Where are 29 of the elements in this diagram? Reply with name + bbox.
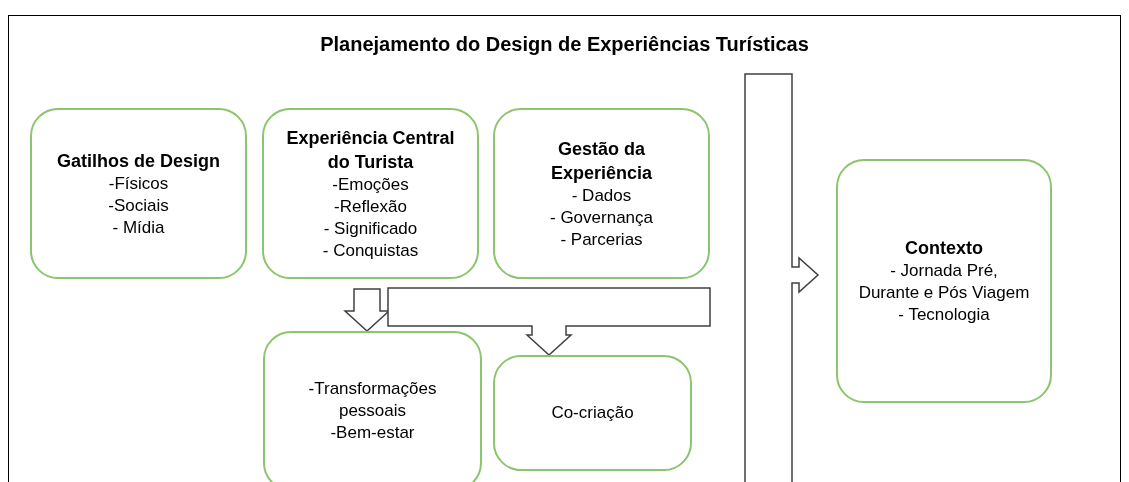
rounded-box: [262, 108, 479, 279]
box-heading: Experiência Central do Turista: [285, 126, 456, 174]
box-item: - Parcerias: [560, 228, 643, 251]
rounded-box: [493, 108, 710, 279]
box-item: - Dados: [571, 184, 632, 207]
box-item: Co-criação: [551, 402, 634, 424]
frame: [8, 15, 1121, 482]
box-heading: Contexto: [905, 237, 983, 260]
box-heading: Gestão da Experiência: [549, 137, 654, 185]
box-heading: Gatilhos de Design: [57, 149, 220, 173]
rounded-box: [836, 159, 1052, 403]
rounded-box: [263, 331, 482, 482]
box-item: -Sociais: [108, 194, 169, 217]
frame-heading: Planejamento do Design de Experiências Turísticas: [319, 32, 810, 57]
block-arrow: [744, 73, 820, 482]
box-item: -Transformações pessoais: [307, 378, 438, 422]
box-item: - Governança: [550, 206, 653, 229]
box-item: - Jornada Pré, Durante e Pós Viagem: [858, 260, 1030, 304]
box-item: -Emoções: [332, 173, 409, 196]
box-item: - Conquistas: [322, 239, 419, 262]
box-item: -Bem-estar: [330, 422, 415, 444]
box-item: - Mídia: [112, 216, 165, 239]
box-item: - Tecnologia: [898, 304, 990, 326]
box-item: -Físicos: [108, 172, 169, 195]
block-arrow: [387, 287, 711, 356]
rounded-box: [493, 355, 692, 471]
box-item: -Reflexão: [334, 195, 407, 218]
box-item: - Significado: [323, 217, 418, 240]
rounded-box: [30, 108, 247, 279]
